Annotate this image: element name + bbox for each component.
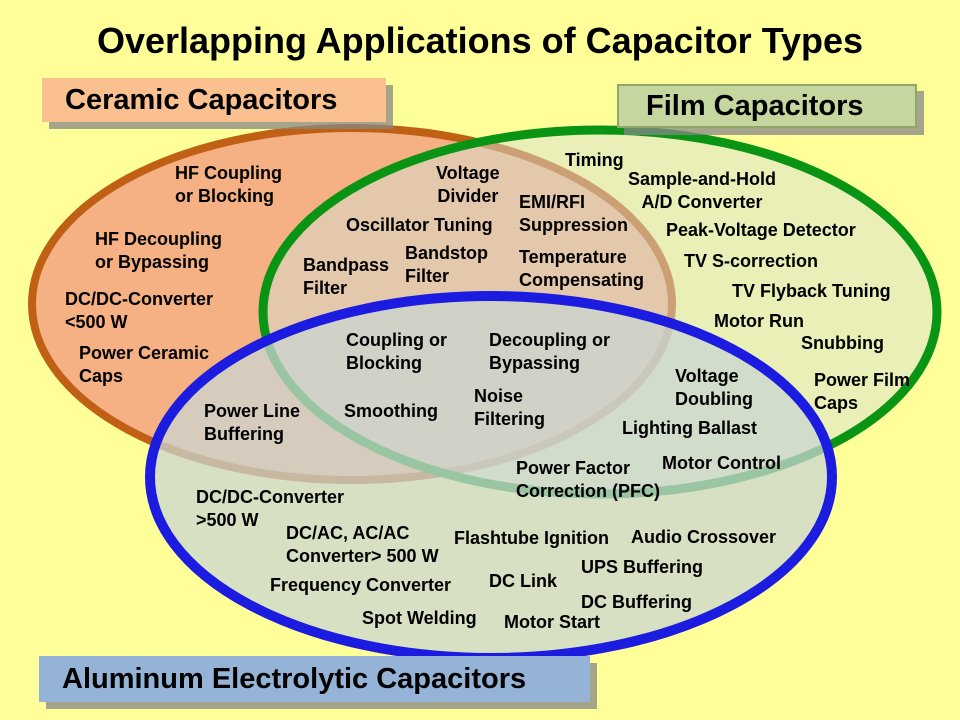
legend-aluminum-label: Aluminum Electrolytic Capacitors xyxy=(62,662,527,695)
label-power-film-caps: Power Film Caps xyxy=(814,370,911,413)
label-dc-dc-converter-500-w: DC/DC-Converter >500 W xyxy=(196,487,345,530)
legend-aluminum-electrolytic-capacitors: Aluminum Electrolytic Capacitors xyxy=(39,656,590,702)
label-voltage-divider: Voltage Divider xyxy=(436,163,500,206)
label-emi-rfi-suppression: EMI/RFI Suppression xyxy=(519,192,629,235)
label-sample-and-hold-a-d-converter: Sample-and-Hold A/D Converter xyxy=(628,169,777,212)
label-bandstop-filter: Bandstop Filter xyxy=(405,243,488,286)
label-noise-filtering: Noise Filtering xyxy=(474,386,545,429)
label-oscillator-tuning: Oscillator Tuning xyxy=(346,215,493,235)
label-tv-flyback-tuning: TV Flyback Tuning xyxy=(732,281,891,301)
label-spot-welding: Spot Welding xyxy=(362,608,477,628)
label-timing: Timing xyxy=(565,150,624,170)
label-power-factor-correction-pfc: Power Factor Correction (PFC) xyxy=(516,458,660,501)
label-power-ceramic-caps: Power Ceramic Caps xyxy=(79,343,210,386)
label-snubbing: Snubbing xyxy=(801,333,884,353)
label-peak-voltage-detector: Peak-Voltage Detector xyxy=(666,220,856,240)
label-bandpass-filter: Bandpass Filter xyxy=(303,255,390,298)
label-motor-run: Motor Run xyxy=(714,311,804,331)
legend-film-label: Film Capacitors xyxy=(646,89,864,122)
label-frequency-converter: Frequency Converter xyxy=(270,575,452,595)
label-flashtube-ignition: Flashtube Ignition xyxy=(454,528,609,548)
legend-ceramic-label: Ceramic Capacitors xyxy=(65,83,338,116)
label-tv-s-correction: TV S-correction xyxy=(684,251,819,271)
label-lighting-ballast: Lighting Ballast xyxy=(622,418,757,438)
label-temperature-compensating: Temperature Compensating xyxy=(519,247,645,290)
label-hf-decoupling-or-bypassing: HF Decoupling or Bypassing xyxy=(95,229,222,272)
legend-ceramic-capacitors: Ceramic Capacitors xyxy=(42,78,386,122)
label-power-line-buffering: Power Line Buffering xyxy=(204,401,301,444)
slide-title: Overlapping Applications of Capacitor Ty… xyxy=(96,20,864,61)
label-dc-dc-converter-500-w: DC/DC-Converter <500 W xyxy=(65,289,214,332)
label-audio-crossover: Audio Crossover xyxy=(631,527,777,547)
label-motor-control: Motor Control xyxy=(662,453,781,473)
label-ups-buffering: UPS Buffering xyxy=(581,557,704,577)
legend-film-capacitors: Film Capacitors xyxy=(617,84,917,128)
label-dc-link: DC Link xyxy=(489,571,558,591)
label-coupling-or-blocking: Coupling or Blocking xyxy=(346,330,447,373)
label-smoothing: Smoothing xyxy=(344,401,438,421)
label-hf-coupling-or-blocking: HF Coupling or Blocking xyxy=(175,163,282,206)
label-decoupling-or-bypassing: Decoupling or Bypassing xyxy=(489,330,610,373)
label-motor-start: Motor Start xyxy=(504,612,600,632)
label-dc-ac-ac-ac-converter-500-w: DC/AC, AC/AC Converter> 500 W xyxy=(286,523,439,566)
label-voltage-doubling: Voltage Doubling xyxy=(675,366,753,409)
label-dc-buffering: DC Buffering xyxy=(581,592,692,612)
